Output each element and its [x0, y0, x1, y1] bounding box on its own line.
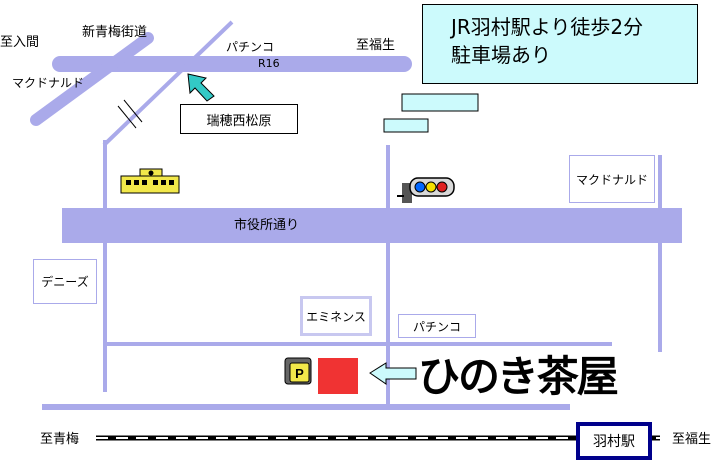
place-mcdonalds-right-label: マクドナルド — [575, 172, 648, 187]
school-icon — [120, 168, 180, 194]
label-r16: R16 — [258, 57, 280, 70]
place-eminence-label: エミネンス — [306, 309, 366, 324]
place-eminence: エミネンス — [300, 296, 372, 336]
place-mcdonalds-right: マクドナルド — [569, 155, 655, 203]
label-pachinko-top: パチンコ — [226, 40, 275, 54]
label-to-fussa-bottom: 至福生 — [672, 432, 712, 447]
label-mcdonalds-left: マクドナルド — [12, 76, 85, 90]
place-dennys: デニーズ — [33, 259, 97, 304]
info-line-1: JR羽村駅より徒歩2分 — [451, 15, 644, 39]
label-to-iruma: 至入間 — [0, 35, 40, 50]
road-shiyakusho-dori — [62, 208, 682, 243]
place-pachinko-mid-label: パチンコ — [412, 319, 461, 334]
station-hamura: 羽村駅 — [576, 422, 652, 460]
place-pachinko-mid: パチンコ — [398, 314, 476, 338]
info-box: JR羽村駅より徒歩2分 駐車場あり — [422, 4, 698, 84]
label-to-fussa-top: 至福生 — [356, 38, 396, 53]
arrow-left-icon — [369, 362, 417, 385]
place-dennys-label: デニーズ — [41, 275, 89, 289]
label-shin-oume-kaido: 新青梅街道 — [82, 25, 148, 40]
rail-crossing-mark — [117, 105, 137, 129]
label-to-oume: 至青梅 — [40, 432, 80, 447]
rail-crossing-mark — [123, 99, 143, 123]
road-shin-oume-kaido — [30, 32, 154, 126]
building-block-2 — [383, 118, 429, 133]
station-hamura-label: 羽村駅 — [593, 434, 635, 450]
traffic-light-icon — [397, 177, 455, 203]
label-shiyakusho-dori: 市役所通り — [234, 218, 300, 233]
parking-icon: P — [284, 357, 312, 385]
building-block-1 — [401, 93, 479, 112]
svg-text:P: P — [295, 366, 304, 381]
road-diagonal-thin — [102, 20, 234, 147]
shop-marker — [318, 358, 358, 394]
arrow-up-left-icon — [187, 73, 215, 102]
info-line-2: 駐車場あり — [451, 43, 551, 67]
shop-name: ひのき茶屋 — [418, 352, 619, 401]
place-mizuho-nishimatsubara-label: 瑞穂西松原 — [206, 113, 272, 129]
place-mizuho-nishimatsubara: 瑞穂西松原 — [180, 104, 298, 134]
